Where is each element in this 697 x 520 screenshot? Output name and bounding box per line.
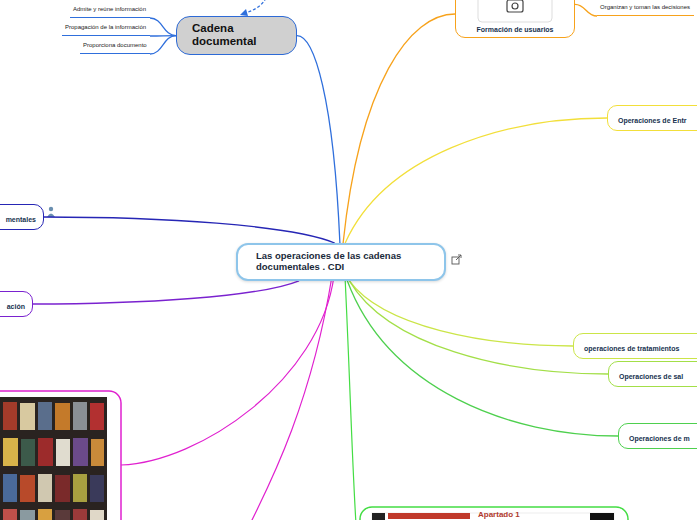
dvd-cover (3, 509, 17, 520)
image-frame (478, 0, 552, 22)
dvd-cover (20, 510, 35, 520)
topic-text: Organizan y toman las decisiones (600, 4, 690, 10)
topic-text: mentales (6, 216, 36, 223)
branch-topic: Operaciones de sal (608, 361, 697, 387)
dvd-cover (38, 509, 52, 520)
topic-text: Formación de usuarios (456, 26, 574, 33)
topic-text: Las operaciones de las cadenas documenta… (256, 251, 438, 273)
image-topic-box (0, 391, 121, 520)
subtopic: Admite y reúne información (70, 0, 150, 18)
subtopic: Proporciona documento (80, 33, 150, 54)
branch-connector (44, 217, 335, 243)
dashed-link (245, 0, 266, 13)
branch-line (345, 276, 356, 520)
topic-text: Operaciones de m (629, 435, 690, 442)
main-topic: Cadena documental (176, 16, 297, 55)
arrow-head (240, 9, 248, 16)
dvd-cover (90, 475, 104, 502)
dvd-cover (3, 438, 18, 466)
branch-topic: ación (0, 291, 33, 317)
subtopic: Organizan y toman las decisiones (597, 0, 694, 16)
dvd-cover (91, 439, 104, 466)
branch-line (250, 276, 332, 520)
branch-topic: Operaciones de Entr (607, 105, 697, 131)
photo-shelves (0, 397, 107, 520)
dvd-cover (73, 402, 87, 430)
dvd-cover (73, 438, 88, 466)
dvd-cover (38, 402, 52, 430)
topic-text: Admite y reúne información (73, 6, 146, 12)
image-caption: Apartado 1 (478, 510, 520, 519)
topic-text: Cadena documental (192, 22, 282, 48)
branch-line (121, 276, 334, 465)
branch-topic: mentales (0, 204, 44, 230)
central-topic: Las operaciones de las cadenas documenta… (236, 243, 446, 281)
thumbnail-black-strip (590, 513, 614, 520)
camera-icon (507, 0, 523, 12)
dvd-cover (3, 474, 17, 502)
image-topic: Formación de usuarios (455, 0, 575, 38)
dvd-cover (56, 439, 70, 466)
topic-text: Operaciones de sal (619, 373, 683, 380)
topic-text: Propagación de la información (65, 24, 146, 30)
topic-text: operaciones de tratamientos (584, 345, 679, 352)
branch-connector (150, 36, 176, 54)
dvd-cover (73, 509, 87, 520)
dvd-cover (90, 510, 104, 520)
camera-lens (512, 3, 518, 9)
branch-topic: operaciones de tratamientos (573, 333, 697, 359)
dvd-cover (55, 475, 70, 502)
thumbnail-red-bar (388, 513, 470, 519)
branch-topic: Operaciones de m (618, 423, 697, 449)
branch-connector (347, 281, 618, 436)
dvd-cover (55, 403, 70, 430)
branch-connector (349, 281, 573, 346)
dvd-cover (55, 510, 70, 520)
dvd-cover (20, 403, 35, 430)
dvd-cover (20, 475, 35, 502)
dvd-cover (38, 438, 53, 466)
person-icon-head (49, 207, 53, 211)
branch-connector (297, 36, 340, 243)
dvd-cover (90, 403, 104, 430)
branch-connector (575, 4, 597, 16)
dvd-cover (21, 439, 35, 466)
link-arrow (456, 255, 461, 260)
thumbnail-dark-strip (372, 513, 385, 520)
dvd-cover (73, 474, 87, 502)
dvd-cover (3, 402, 17, 430)
branch-connector (345, 118, 607, 243)
branch-connector (150, 18, 176, 36)
topic-text: Operaciones de Entr (618, 117, 686, 124)
branch-connector (343, 14, 455, 243)
branch-connector (33, 281, 299, 304)
topic-text: Proporciona documento (83, 42, 147, 48)
image-topic-box (360, 507, 628, 520)
branch-connector (349, 281, 608, 374)
dvd-cover (38, 474, 52, 502)
topic-text: ación (7, 303, 25, 310)
